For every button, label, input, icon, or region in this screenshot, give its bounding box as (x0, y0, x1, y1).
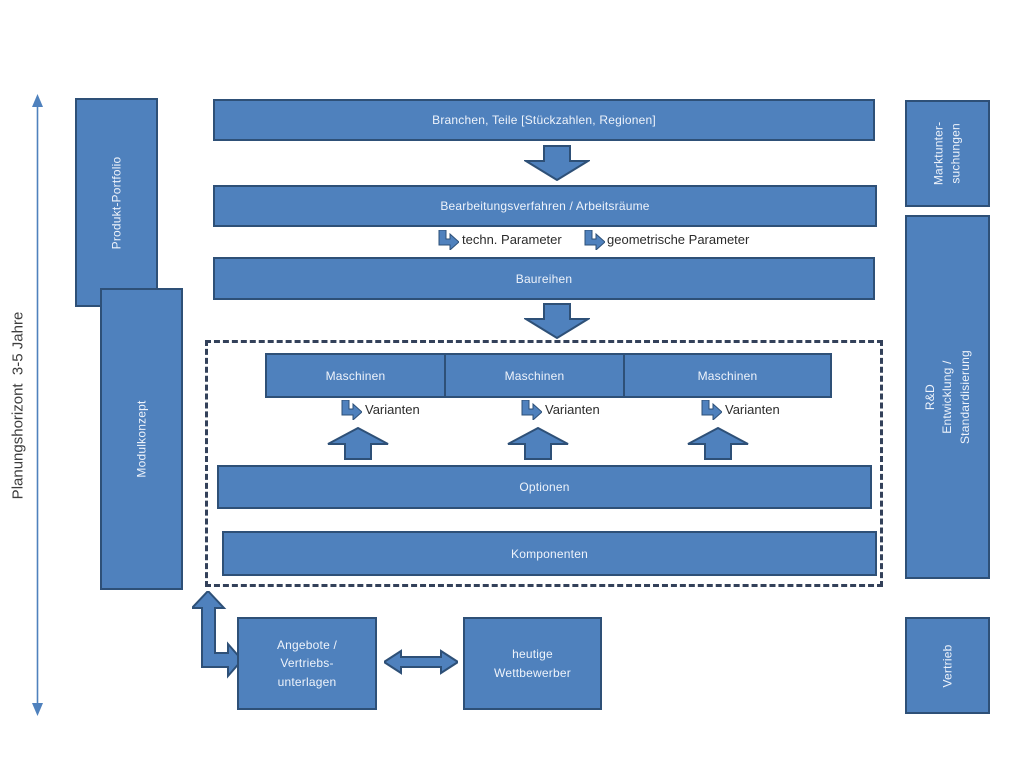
planning-horizon-arrow-icon (32, 94, 43, 716)
up-arrow-icon (507, 427, 569, 460)
varianten-label-2: Varianten (545, 402, 600, 417)
optionen-box: Optionen (217, 465, 872, 509)
geometrische-parameter-label: geometrische Parameter (607, 232, 750, 247)
baureihen-box: Baureihen (213, 257, 875, 300)
maschinen-label: Maschinen (504, 368, 565, 383)
vertrieb-box: Vertrieb (905, 617, 990, 714)
maschinen-box-2: Maschinen (444, 353, 625, 398)
down-arrow-icon (524, 303, 590, 339)
optionen-label: Optionen (519, 480, 570, 494)
corner-double-arrow-icon (192, 591, 242, 679)
vertrieb-label: Vertrieb (940, 644, 955, 687)
double-horizontal-arrow-icon (384, 649, 458, 675)
elbow-arrow-icon (584, 230, 605, 250)
rnd-box: R&D Entwicklung / Standardisierung (905, 215, 990, 579)
maschinen-label: Maschinen (697, 368, 758, 383)
down-arrow-icon (524, 145, 590, 181)
elbow-arrow-icon (438, 230, 459, 250)
produkt-portfolio-label: Produkt-Portfolio (109, 156, 124, 249)
wettbewerber-box: heutige Wettbewerber (463, 617, 602, 710)
varianten-label-1: Varianten (365, 402, 420, 417)
wettbewerber-label: heutige Wettbewerber (494, 646, 571, 680)
baureihen-label: Baureihen (515, 271, 573, 286)
branchen-box: Branchen, Teile [Stückzahlen, Regionen] (213, 99, 875, 141)
up-arrow-icon (687, 427, 749, 460)
maschinen-box-1: Maschinen (265, 353, 446, 398)
angebote-box: Angebote / Vertriebs- unterlagen (237, 617, 377, 710)
modulkonzept-label: Modulkonzept (134, 400, 149, 478)
bearbeitungsverfahren-box: Bearbeitungsverfahren / Arbeitsräume (213, 185, 877, 227)
elbow-arrow-icon (341, 400, 362, 420)
up-arrow-icon (327, 427, 389, 460)
modulkonzept-box: Modulkonzept (100, 288, 183, 590)
maschinen-box-3: Maschinen (623, 353, 832, 398)
elbow-arrow-icon (701, 400, 722, 420)
maschinen-label: Maschinen (325, 368, 386, 383)
produkt-portfolio-box: Produkt-Portfolio (75, 98, 158, 307)
elbow-arrow-icon (521, 400, 542, 420)
marktuntersuchungen-box: Marktunter- suchungen (905, 100, 990, 207)
rnd-label: R&D Entwicklung / Standardisierung (922, 350, 972, 444)
techn-parameter-label: techn. Parameter (462, 232, 562, 247)
varianten-label-3: Varianten (725, 402, 780, 417)
angebote-label: Angebote / Vertriebs- unterlagen (276, 637, 338, 689)
planning-horizon-label: Planungshorizont 3-5 Jahre (9, 311, 27, 499)
bearbeitungsverfahren-label: Bearbeitungsverfahren / Arbeitsräume (440, 199, 650, 213)
module-concept-dashed-frame (205, 340, 883, 587)
komponenten-label: Komponenten (511, 546, 588, 561)
branchen-label: Branchen, Teile [Stückzahlen, Regionen] (432, 113, 656, 127)
komponenten-box: Komponenten (222, 531, 877, 576)
marktuntersuchungen-label: Marktunter- suchungen (931, 121, 963, 186)
